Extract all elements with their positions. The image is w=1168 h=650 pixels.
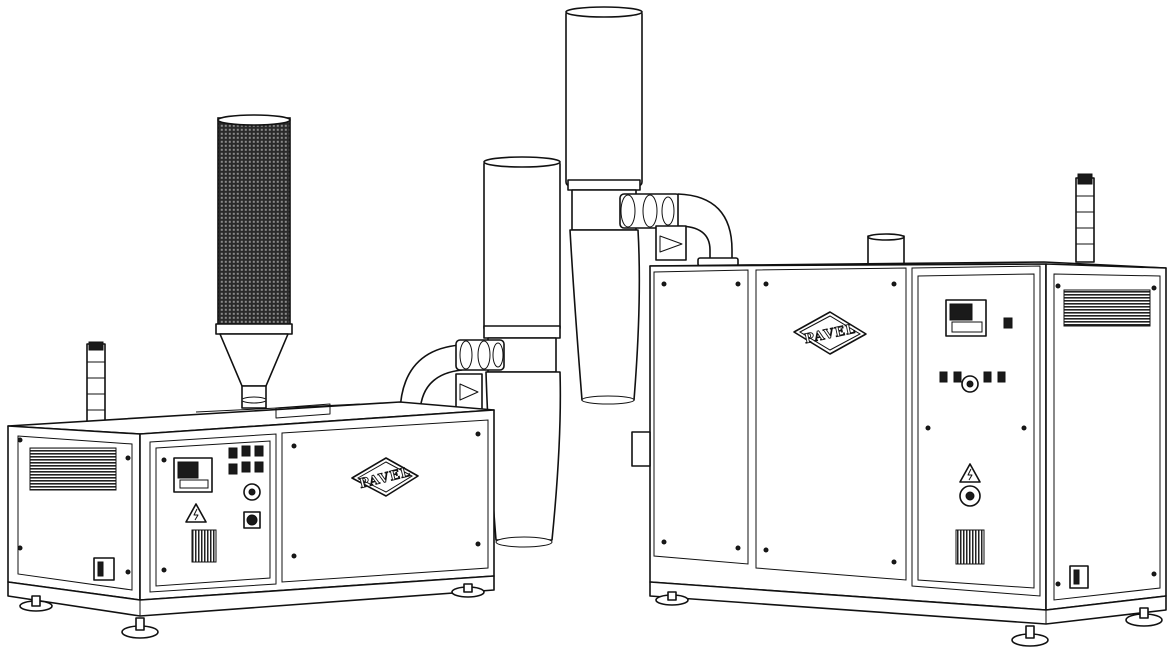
- intake-pipe-left: [397, 339, 505, 415]
- intake-pipe-right: [619, 193, 739, 267]
- signal-tower-right: [1075, 173, 1095, 263]
- logo-left: PAVEL: [351, 457, 419, 497]
- right-machine: PAVEL: [631, 173, 1167, 647]
- mesh-filter-column: [215, 114, 293, 409]
- feet-right: [655, 591, 1163, 647]
- feet-left: [19, 583, 485, 639]
- cyclone-filter-tall: [565, 6, 643, 405]
- signal-tower-left: [86, 341, 106, 427]
- cyclone-filter-short: [483, 156, 562, 548]
- left-machine: PAVEL: [7, 114, 495, 639]
- logo-right: PAVEL: [793, 311, 867, 355]
